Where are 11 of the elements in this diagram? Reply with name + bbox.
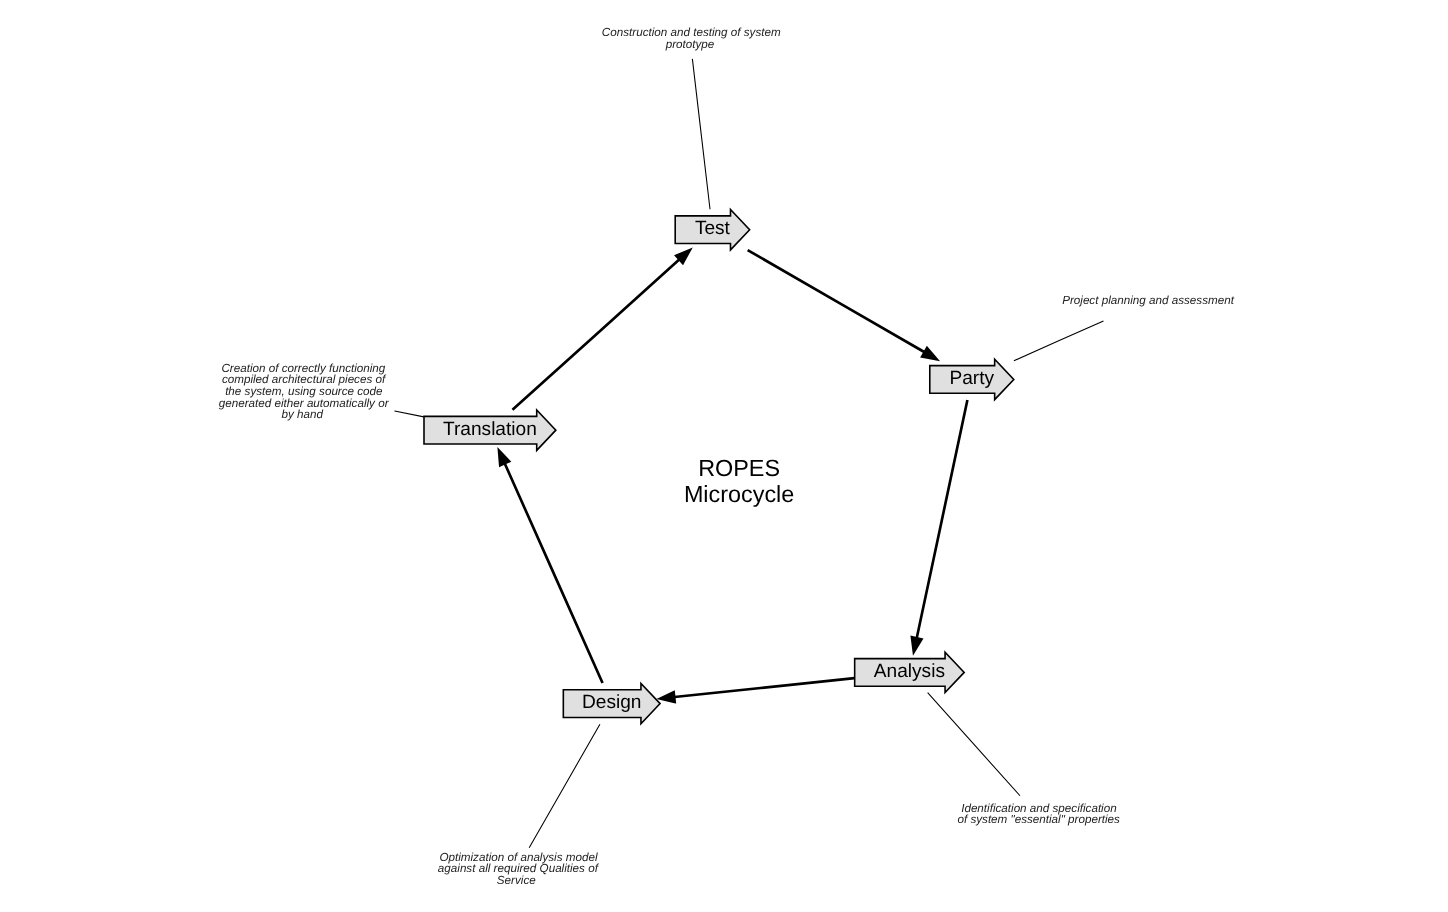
connector bbox=[690, 58, 710, 210]
arrow bbox=[510, 247, 692, 411]
arrow bbox=[909, 399, 968, 656]
label: ROPES Microcycle bbox=[682, 456, 794, 508]
connector bbox=[527, 723, 600, 849]
arrow bbox=[496, 446, 603, 684]
arrow bbox=[655, 676, 854, 704]
connector bbox=[1012, 320, 1103, 362]
connector bbox=[926, 692, 1020, 797]
arrow bbox=[746, 248, 940, 362]
connector bbox=[392, 410, 424, 418]
